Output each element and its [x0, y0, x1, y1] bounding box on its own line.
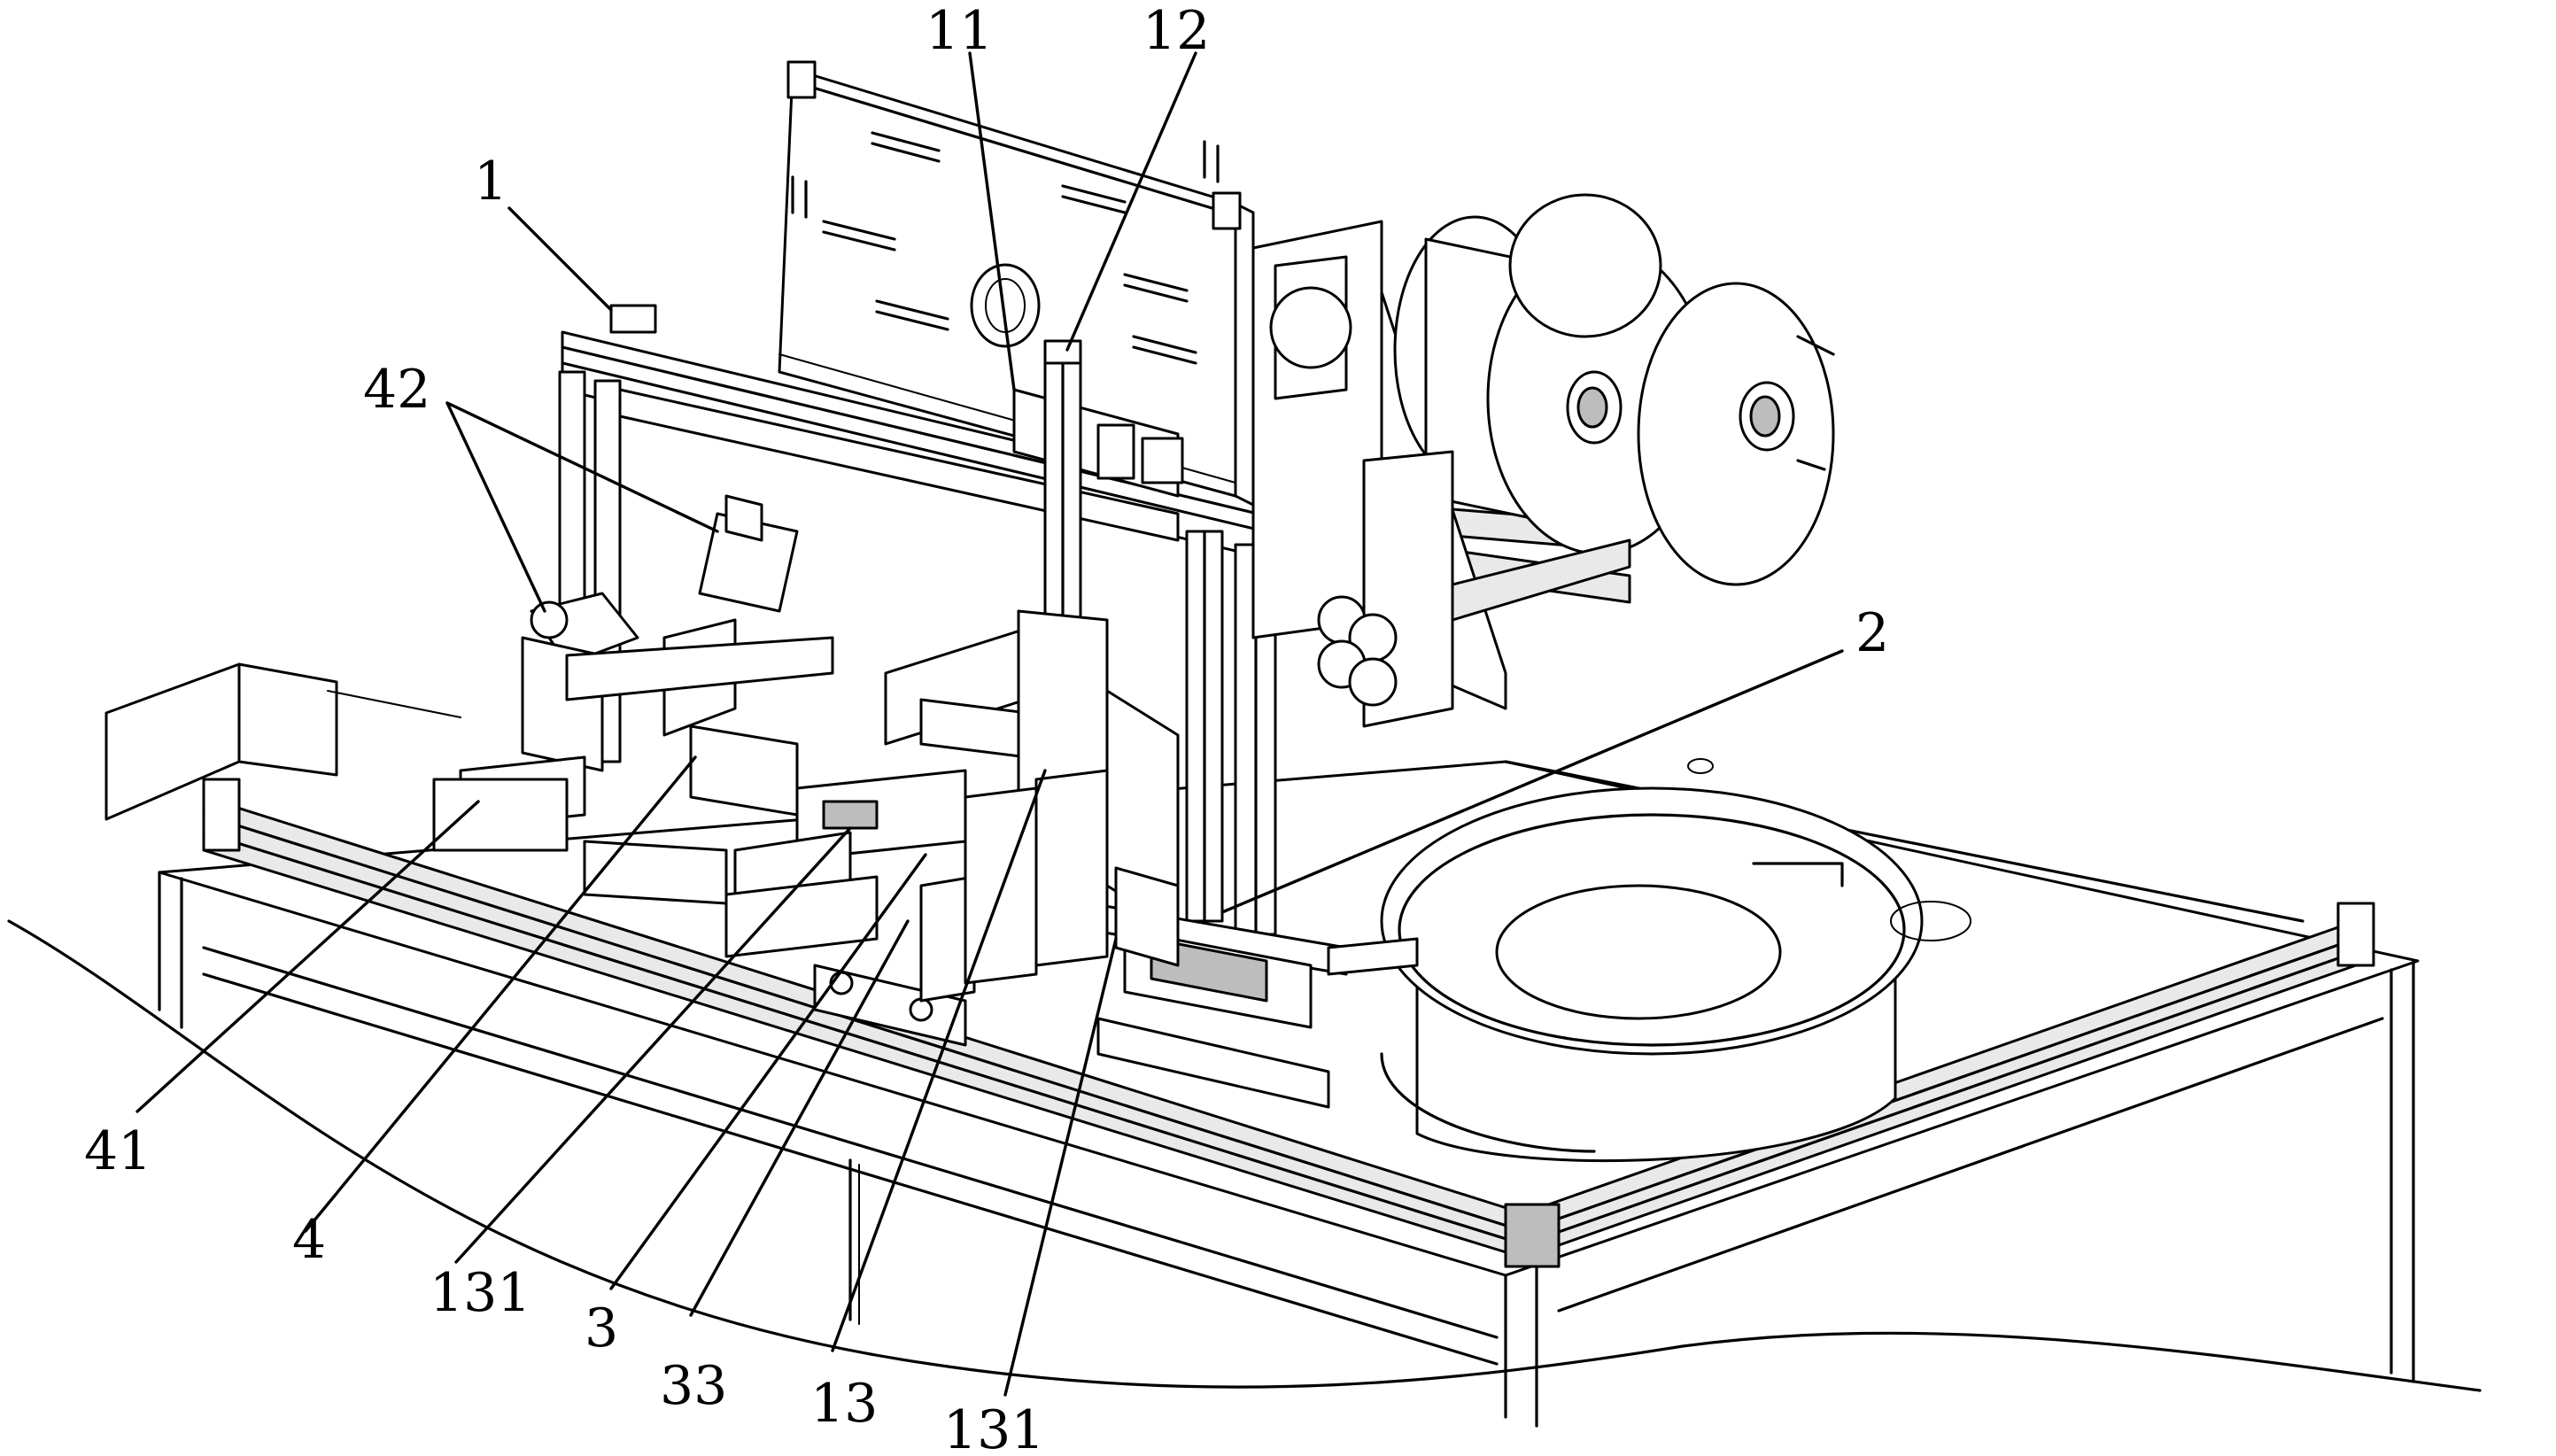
leader-13 — [831, 769, 1047, 1352]
label-131-right: 131 — [943, 1399, 1045, 1456]
label-33: 33 — [660, 1355, 727, 1417]
leader-33 — [689, 919, 910, 1317]
leader-3 — [609, 853, 927, 1290]
rear-right-rail — [1451, 538, 1631, 622]
leader-2 — [1220, 649, 1844, 914]
vertical-guide — [1043, 339, 1082, 631]
break-line — [7, 919, 2482, 1392]
cylinder-assembly — [432, 494, 834, 905]
leader-41 — [136, 800, 480, 1113]
bowl-feeder — [1380, 758, 1971, 1163]
leader-42b — [445, 401, 719, 533]
leader-11 — [968, 51, 1016, 391]
leader-131b — [1003, 937, 1118, 1397]
label-41: 41 — [84, 1120, 151, 1182]
leader-4 — [304, 755, 697, 1233]
part-labels: 1 11 12 42 2 41 4 131 3 33 13 131 — [84, 0, 1889, 1456]
label-13: 13 — [810, 1373, 878, 1435]
left-tray — [105, 662, 461, 821]
leader-42a — [445, 401, 546, 613]
slot-holes — [791, 131, 1220, 365]
leader-1 — [507, 206, 613, 312]
label-2: 2 — [1855, 602, 1889, 664]
label-11: 11 — [926, 0, 993, 62]
front-extrusion-rail — [202, 778, 2375, 1268]
label-4: 4 — [292, 1209, 326, 1271]
label-131-left: 131 — [430, 1262, 531, 1324]
label-3: 3 — [585, 1297, 618, 1359]
press-block — [724, 609, 1180, 1047]
leader-12 — [1065, 51, 1197, 352]
label-42: 42 — [363, 359, 430, 421]
wire-spools — [1251, 193, 1835, 728]
leader-lines — [136, 51, 1844, 1397]
gantry-frame — [558, 304, 1313, 936]
label-1: 1 — [474, 151, 507, 213]
label-12: 12 — [1142, 0, 1210, 62]
leader-131a — [454, 826, 852, 1264]
